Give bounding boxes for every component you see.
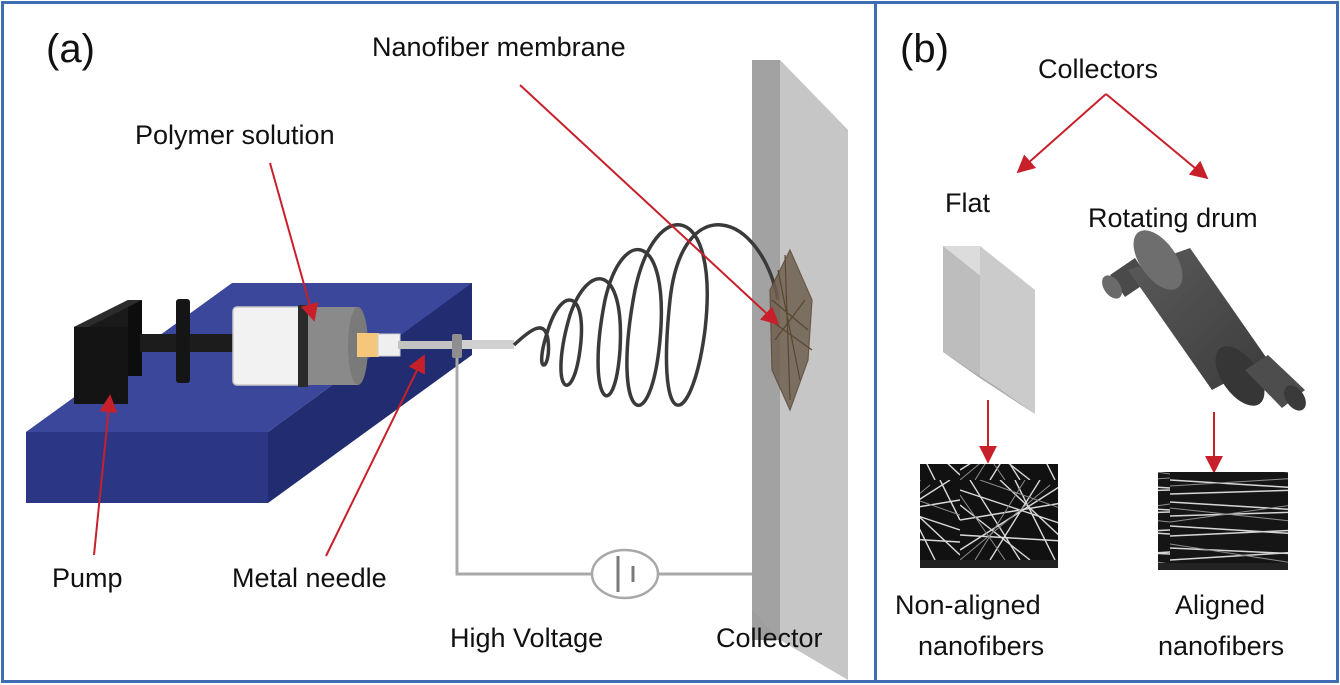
needle-clamp — [452, 334, 462, 358]
label-flat: Flat — [945, 188, 991, 218]
sem-non-aligned-image — [920, 464, 1058, 568]
label-rotating-drum: Rotating drum — [1088, 203, 1258, 233]
sem-aligned-scalebar — [1158, 563, 1288, 570]
label-polymer-solution: Polymer solution — [135, 120, 335, 150]
panel-b-tag: (b) — [900, 27, 949, 71]
label-aligned-line2: nanofibers — [1158, 631, 1284, 661]
flat-collector-icon — [943, 246, 1035, 414]
arrow-to-drum — [1105, 93, 1209, 180]
syringe — [232, 305, 401, 387]
label-metal-needle: Metal needle — [232, 563, 387, 593]
arrow-pump — [93, 394, 118, 556]
arrow-metal-needle — [325, 354, 425, 557]
label-non-aligned-line2: nanofibers — [918, 631, 1044, 661]
label-collectors: Collectors — [1038, 54, 1158, 84]
needle-tip — [462, 340, 514, 349]
sem-aligned-image — [1158, 472, 1288, 570]
panel-a-tag: (a) — [46, 27, 95, 71]
nanofiber-membrane — [769, 248, 813, 412]
arrow-to-flat — [1016, 93, 1107, 174]
plunger-flange — [176, 299, 190, 383]
metal-needle — [398, 341, 458, 349]
high-voltage-wire — [455, 358, 782, 576]
collector-plate — [752, 60, 848, 680]
rotating-drum-icon — [1102, 230, 1306, 411]
arrow-polymer-solution — [269, 162, 319, 322]
sem-non-aligned-scalebar — [920, 560, 1058, 568]
fiber-spiral — [512, 223, 780, 408]
battery-symbol — [590, 548, 660, 600]
label-aligned-line1: Aligned — [1175, 590, 1265, 620]
label-high-voltage: High Voltage — [450, 623, 603, 653]
label-pump: Pump — [52, 563, 123, 593]
arrow-nanofiber-membrane — [519, 84, 780, 326]
label-non-aligned-line1: Non-aligned — [895, 590, 1041, 620]
label-collector: Collector — [716, 623, 823, 653]
label-nanofiber-membrane: Nanofiber membrane — [372, 32, 626, 62]
pump-block — [74, 300, 142, 404]
panel-b-frame — [874, 1, 1339, 683]
